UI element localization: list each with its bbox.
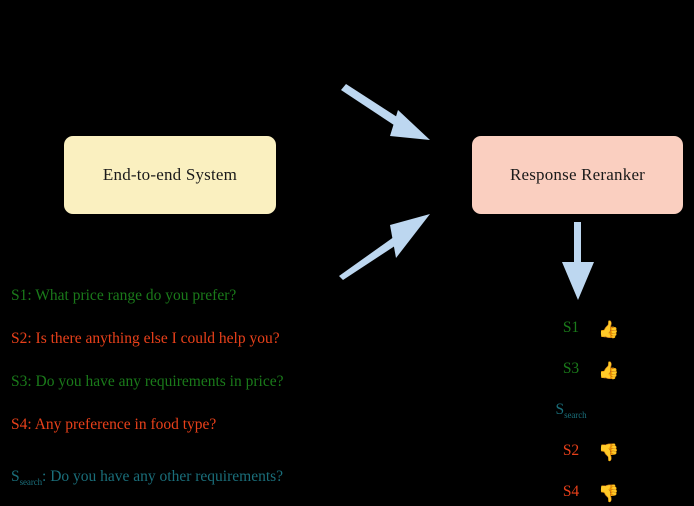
utterance-s2-tag: S2: [11, 330, 28, 348]
thumbs-down-icon: 👎: [598, 442, 620, 462]
utterance-s1-tag: S1: [11, 287, 28, 304]
rank-label-s1: S1: [548, 320, 594, 338]
arrow-down-icon: [562, 222, 594, 300]
utterance-list: S1: What price range do you prefer? S2: …: [11, 288, 341, 487]
rank-label-s4-tag: S4: [562, 482, 580, 500]
thumbs-up-icon: 👍: [598, 360, 620, 380]
utterance-s4-text: : Any preference in food type?: [27, 416, 217, 434]
rank-row-ssearch: Ssearch: [548, 400, 658, 422]
utterance-s4: S4: Any preference in food type?: [11, 417, 341, 435]
rank-label-s3: S3: [548, 361, 594, 379]
utterance-s3: S3: Do you have any requirements in pric…: [11, 374, 341, 392]
node-end-to-end-system-label: End-to-end System: [102, 165, 238, 184]
rank-row-s3: S3 👍: [548, 359, 658, 381]
utterance-s1: S1: What price range do you prefer?: [11, 288, 341, 306]
node-end-to-end-system: End-to-end System: [64, 136, 276, 214]
arrow-up-right-icon: [339, 214, 430, 280]
rank-label-ssearch-subscript: search: [564, 410, 587, 421]
rank-label-s1-tag: S1: [562, 318, 580, 336]
rank-label-ssearch: Ssearch: [548, 402, 594, 420]
utterance-s2: S2: Is there anything else I could help …: [11, 331, 341, 349]
node-response-reranker-label: Response Reranker: [509, 165, 646, 184]
rank-label-s4: S4: [548, 484, 594, 502]
node-response-reranker: Response Reranker: [472, 136, 683, 214]
rank-label-s2-tag: S2: [562, 441, 580, 459]
thumbs-down-icon: 👎: [598, 483, 620, 503]
utterance-s3-text: : Do you have any requirements in price?: [27, 373, 284, 391]
thumbs-up-icon: 👍: [598, 319, 620, 339]
rank-label-s3-tag: S3: [562, 359, 580, 377]
arrow-down-right-icon: [341, 84, 430, 140]
rank-row-s2: S2 👎: [548, 441, 658, 463]
utterance-s2-text: : Is there anything else I could help yo…: [27, 330, 280, 348]
utterance-s1-text: : What price range do you prefer?: [27, 287, 237, 304]
utterance-ssearch: Ssearch: Do you have any other requireme…: [11, 469, 341, 487]
utterance-s4-tag: S4: [11, 416, 28, 434]
rank-row-s4: S4 👎: [548, 482, 658, 504]
rank-label-ssearch-tag: S: [555, 400, 565, 418]
utterance-ssearch-subscript: search: [19, 477, 43, 488]
rank-label-s2: S2: [548, 443, 594, 461]
utterance-s3-tag: S3: [11, 373, 28, 391]
rank-row-s1: S1 👍: [548, 318, 658, 340]
utterance-ssearch-text: : Do you have any other requirements?: [42, 468, 284, 486]
ranked-list: S1 👍 S3 👍 Ssearch S2 👎 S4 👎: [548, 318, 658, 504]
utterance-ssearch-tag: S: [11, 468, 20, 486]
